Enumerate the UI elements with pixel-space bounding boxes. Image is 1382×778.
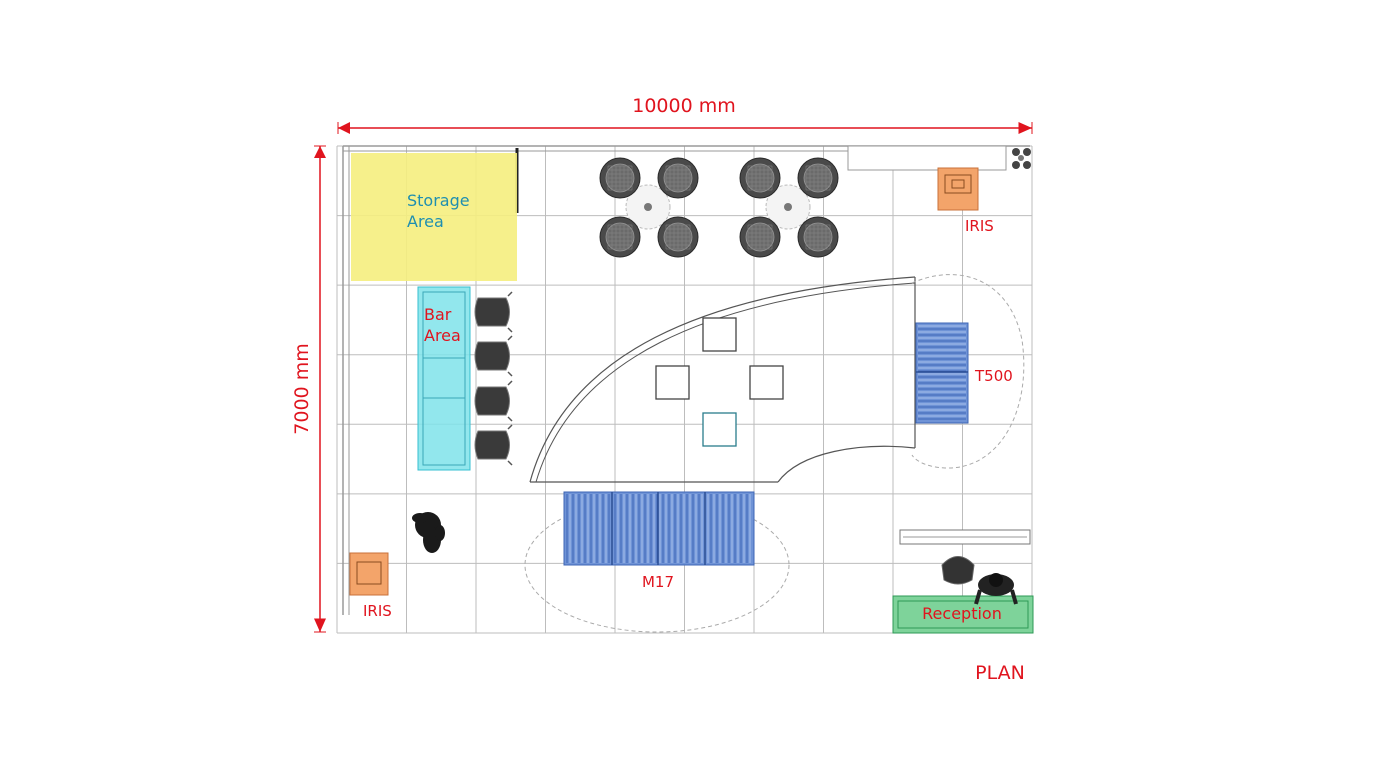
round-table-icon bbox=[765, 184, 811, 230]
receptionist-icon bbox=[974, 573, 1018, 605]
bar-stool-icon bbox=[474, 380, 513, 422]
bar-stools bbox=[474, 291, 513, 466]
reception-chair-icon bbox=[941, 556, 975, 585]
lounge-chair-icon bbox=[797, 216, 839, 258]
walls bbox=[342, 145, 1030, 615]
lounge-chair-icon bbox=[739, 216, 781, 258]
lounge-chair-icon bbox=[657, 157, 699, 199]
iris-top-label: IRIS bbox=[965, 217, 994, 235]
lounge-chair-icon bbox=[739, 157, 781, 199]
plant-icon bbox=[1012, 148, 1031, 169]
width-label: 10000 mm bbox=[632, 95, 736, 117]
curved-counter bbox=[529, 276, 916, 483]
dimension-width: 10000 mm bbox=[337, 95, 1033, 134]
iris-bottom-label: IRIS bbox=[363, 602, 392, 620]
storage-area[interactable]: Storage Area bbox=[351, 153, 517, 281]
iris-bottom[interactable]: IRIS bbox=[349, 552, 392, 620]
reception-label: Reception bbox=[922, 604, 1002, 623]
dimension-height: 7000 mm bbox=[291, 145, 326, 633]
height-label: 7000 mm bbox=[291, 343, 313, 434]
lounge-chair-icon bbox=[657, 216, 699, 258]
iris-top[interactable]: IRIS bbox=[937, 167, 994, 235]
t500-screen[interactable]: T500 bbox=[911, 274, 1025, 469]
bar-area[interactable]: Bar Area bbox=[417, 286, 471, 471]
bar-area-label-2: Area bbox=[424, 326, 461, 345]
m17-label: M17 bbox=[642, 573, 674, 591]
bar-area-label-1: Bar bbox=[424, 305, 452, 324]
cube-stools bbox=[655, 317, 784, 447]
lounge-group bbox=[739, 157, 839, 258]
bar-stool-icon bbox=[474, 335, 513, 377]
lounge-group bbox=[599, 157, 699, 258]
lounge-chair-icon bbox=[599, 216, 641, 258]
storage-area-label-2: Area bbox=[407, 212, 444, 231]
m17-screen[interactable]: M17 bbox=[524, 491, 790, 633]
bar-stool-icon bbox=[474, 291, 513, 333]
t500-label: T500 bbox=[974, 367, 1013, 385]
bar-stool-icon bbox=[474, 424, 513, 466]
lounge-chair-icon bbox=[599, 157, 641, 199]
person-icon bbox=[412, 512, 445, 553]
lounge-seating bbox=[599, 157, 839, 258]
storage-area-label-1: Storage bbox=[407, 191, 470, 210]
plan-label: PLAN bbox=[975, 662, 1025, 684]
round-table-icon bbox=[625, 184, 671, 230]
reception-desk[interactable]: Reception bbox=[892, 529, 1034, 634]
lounge-chair-icon bbox=[797, 157, 839, 199]
